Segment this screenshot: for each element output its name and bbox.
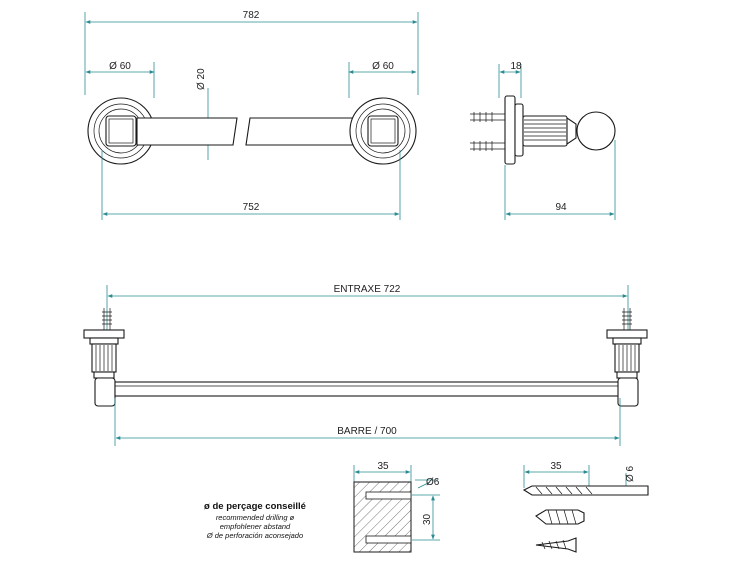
flange-span-label: 752	[243, 202, 260, 213]
left-bracket	[83, 308, 125, 407]
drill-bit	[522, 485, 649, 496]
wood-screw	[535, 537, 577, 553]
drill-diameter-label: Ø 6	[625, 465, 636, 482]
right-flange	[349, 97, 417, 165]
right-flange-diameter-label: Ø 60	[372, 61, 394, 72]
overall-length-label: 782	[243, 10, 260, 21]
barre-label: BARRE / 700	[337, 426, 397, 437]
side-view: 18 94	[470, 61, 616, 220]
fixing-kit: 35 Ø 6	[522, 461, 649, 553]
side-fluted-body	[522, 115, 568, 147]
wall-anchor-section: 35 Ø6 30	[353, 461, 440, 553]
side-screws	[470, 112, 506, 151]
anchor-hole-top	[365, 491, 412, 500]
wall-plug	[535, 509, 585, 525]
bar-segment-right	[245, 117, 368, 146]
anchor-depth-label: 35	[377, 461, 389, 472]
drilling-note-de: empfohlener abstand	[220, 522, 291, 531]
drilling-note-en: recommended drilling ø	[216, 513, 295, 522]
flange-depth-label: 18	[510, 61, 522, 72]
towel-bar	[114, 381, 621, 397]
bar-diameter-label: Ø 20	[196, 68, 207, 90]
drilling-note-es: Ø de perforación aconsejado	[206, 531, 303, 540]
side-wall-plate	[504, 95, 516, 165]
front-elevation: ENTRAXE 722 BAR	[83, 284, 648, 446]
anchor-diameter-label: Ø6	[426, 477, 440, 488]
top-front-view: 782 Ø 60 Ø 20 Ø 60	[84, 10, 419, 220]
drilling-note: ø de perçage conseillé recommended drill…	[204, 501, 306, 540]
right-bracket	[606, 308, 648, 407]
bar-segment-left	[136, 117, 238, 146]
drill-depth-label: 35	[550, 461, 562, 472]
side-bar-end	[576, 111, 616, 151]
anchor-spacing-label: 30	[422, 513, 433, 525]
drilling-note-title: ø de perçage conseillé	[204, 501, 306, 512]
anchor-hole-bottom	[365, 535, 412, 544]
left-flange-diameter-label: Ø 60	[109, 61, 131, 72]
entraxe-label: ENTRAXE 722	[334, 284, 401, 295]
projection-label: 94	[555, 202, 567, 213]
